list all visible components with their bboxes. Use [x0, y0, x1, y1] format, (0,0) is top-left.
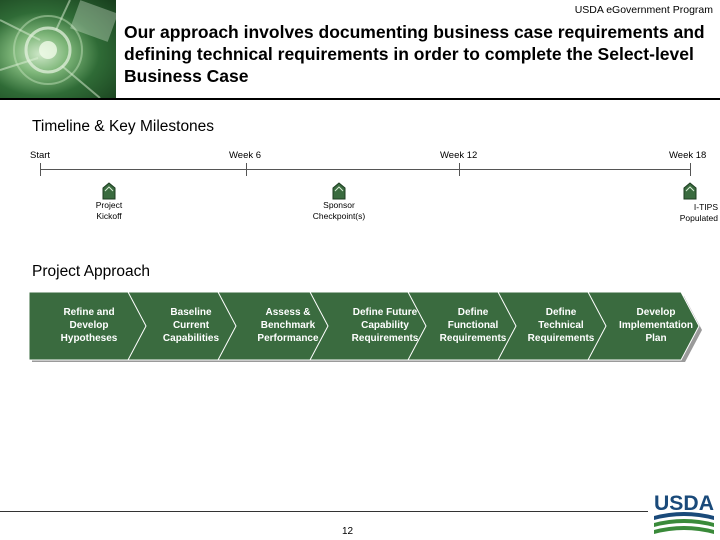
usda-logo-icon: USDA: [652, 490, 716, 538]
milestone-line: I-TIPS: [694, 202, 718, 212]
program-name: USDA eGovernment Program: [575, 4, 713, 16]
footer-divider: [0, 511, 648, 512]
step-line: Develop: [70, 320, 109, 331]
step-line: Capabilities: [163, 333, 219, 344]
week-label-start: Start: [30, 150, 50, 161]
step-line: Requirements: [440, 333, 507, 344]
step-refine-hypotheses: Refine and Develop Hypotheses: [47, 306, 131, 345]
step-line: Current: [173, 320, 209, 331]
step-implementation-plan: Develop Implementation Plan: [610, 306, 702, 345]
step-technical-requirements: Define Technical Requirements: [519, 306, 603, 345]
timeline-tick: [459, 163, 460, 176]
step-assess-benchmark: Assess & Benchmark Performance: [246, 306, 330, 345]
step-line: Baseline: [170, 307, 211, 318]
step-line: Plan: [645, 333, 666, 344]
step-future-capability: Define Future Capability Requirements: [343, 306, 427, 345]
header-divider: [0, 98, 720, 100]
step-line: Develop: [637, 307, 676, 318]
week-label-18: Week 18: [669, 150, 706, 161]
milestone-marker-icon: [332, 182, 346, 200]
step-line: Assess &: [265, 307, 310, 318]
step-line: Define Future: [353, 307, 417, 318]
step-line: Requirements: [352, 333, 419, 344]
step-functional-requirements: Define Functional Requirements: [431, 306, 515, 345]
timeline-tick: [40, 163, 41, 176]
step-line: Define: [546, 307, 577, 318]
svg-text:USDA: USDA: [654, 492, 714, 515]
step-line: Requirements: [528, 333, 595, 344]
milestone-line: Sponsor: [323, 200, 355, 210]
step-line: Implementation: [619, 320, 693, 331]
milestone-marker-icon: [683, 182, 697, 200]
step-line: Functional: [448, 320, 499, 331]
header-image: [0, 0, 116, 98]
week-label-12: Week 12: [440, 150, 477, 161]
step-line: Technical: [538, 320, 583, 331]
week-label-6: Week 6: [229, 150, 261, 161]
green-swirl-graphic: [0, 0, 116, 98]
timeline-heading: Timeline & Key Milestones: [32, 118, 214, 136]
step-line: Refine and: [63, 307, 114, 318]
slide-title: Our approach involves documenting busine…: [124, 21, 714, 87]
milestone-label-kickoff: Project Kickoff: [69, 200, 149, 221]
timeline-axis: [40, 169, 690, 170]
step-line: Define: [458, 307, 489, 318]
milestone-marker-icon: [102, 182, 116, 200]
timeline-tick: [690, 163, 691, 176]
milestone-line: Project: [96, 200, 122, 210]
milestone-line: Checkpoint(s): [313, 211, 365, 221]
timeline-tick: [246, 163, 247, 176]
step-baseline-capabilities: Baseline Current Capabilities: [149, 306, 233, 345]
page-number: 12: [342, 526, 353, 537]
step-line: Performance: [257, 333, 318, 344]
step-line: Hypotheses: [61, 333, 118, 344]
milestone-label-checkpoint: Sponsor Checkpoint(s): [299, 200, 379, 221]
milestone-line: Kickoff: [96, 211, 121, 221]
milestone-line: Populated: [680, 213, 718, 223]
step-line: Capability: [361, 320, 409, 331]
approach-heading: Project Approach: [32, 263, 150, 281]
step-line: Benchmark: [261, 320, 315, 331]
milestone-label-itips: I-TIPS Populated: [636, 202, 718, 223]
